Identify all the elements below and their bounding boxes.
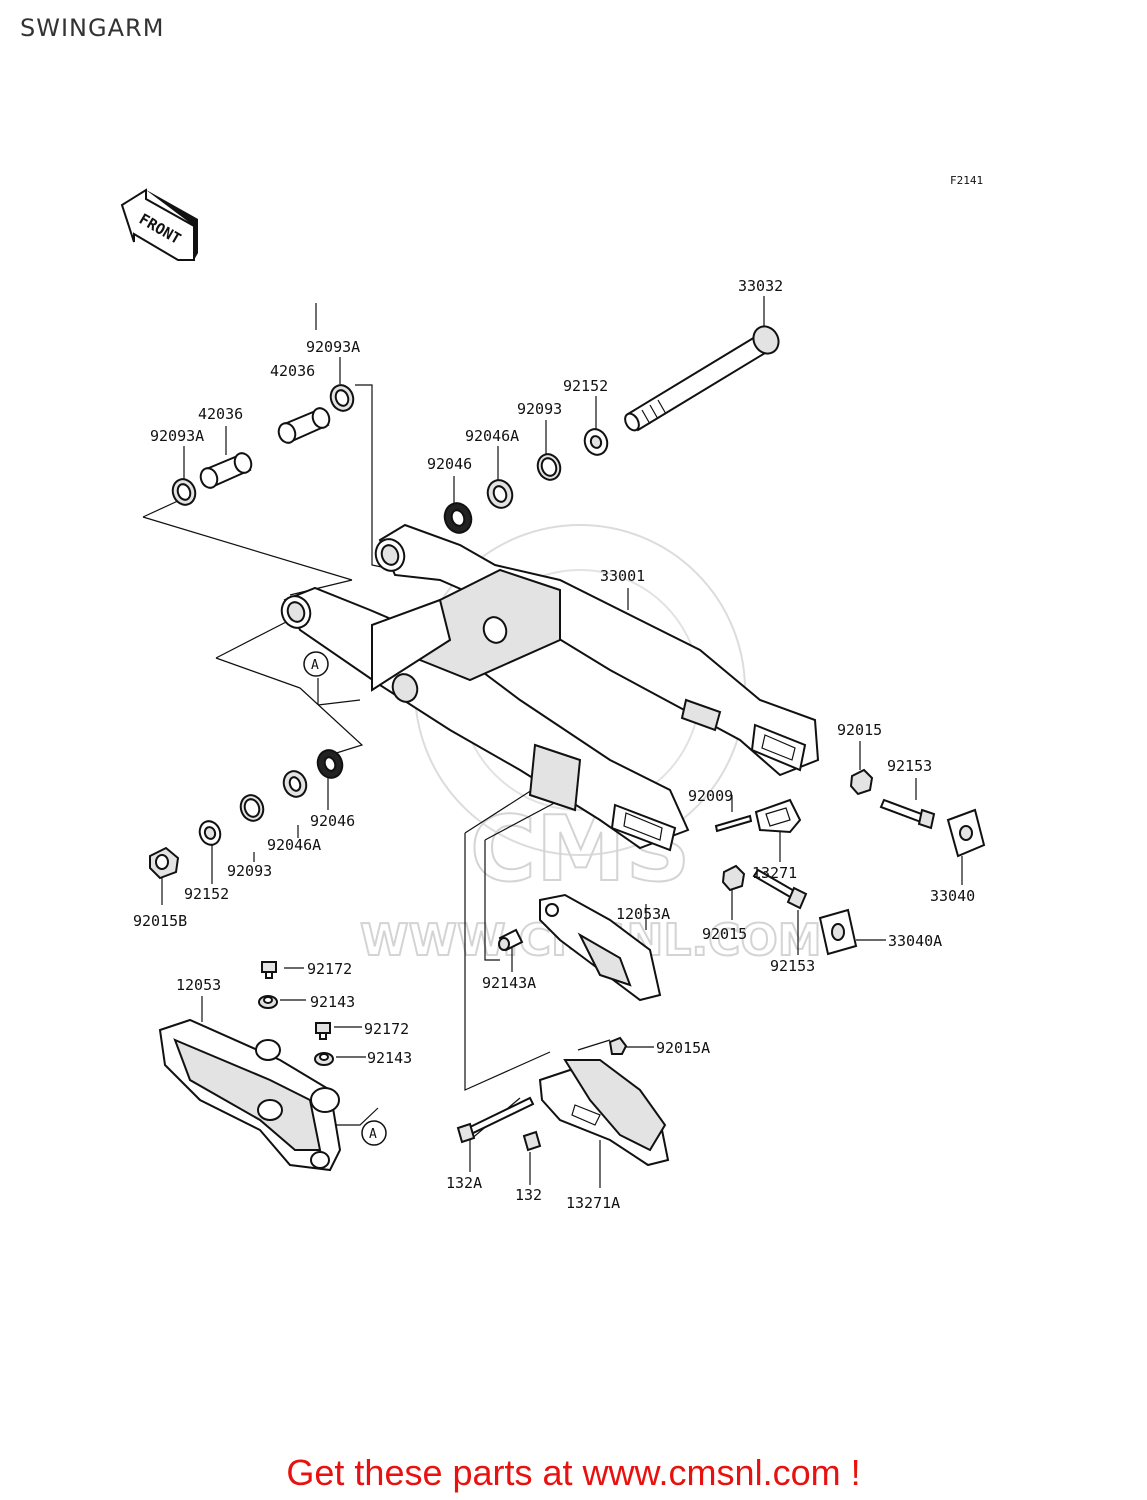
part-label-92015A: 92015A: [656, 1039, 710, 1057]
part-label-13271A: 13271A: [566, 1194, 620, 1212]
part-92093A-collar-top: [329, 384, 355, 412]
part-label-42036-top: 42036: [270, 362, 315, 380]
part-label-92153-mid: 92153: [770, 957, 815, 975]
part-label-92152-top: 92152: [563, 377, 608, 395]
part-33032-pivot-shaft: [624, 325, 780, 432]
part-92015A-nut: [608, 1036, 628, 1055]
part-92153-adjust-bolt-mid: [752, 868, 808, 910]
part-label-92143-a: 92143: [310, 993, 355, 1011]
part-13271A-chain-slider: [538, 1059, 670, 1167]
part-92152-washer-top: [583, 428, 609, 456]
part-92046-needle-bearing-top: [443, 502, 473, 534]
part-label-92046-bottom: 92046: [310, 812, 355, 830]
part-label-33032: 33032: [738, 277, 783, 295]
part-92172-bolt-a: [261, 961, 277, 979]
part-92143-collar-a: [258, 995, 278, 1009]
part-label-92015-right: 92015: [837, 721, 882, 739]
part-label-12053: 12053: [176, 976, 221, 994]
part-label-92046-top: 92046: [427, 455, 472, 473]
ref-marker-a-bottom: A: [361, 1120, 387, 1146]
part-label-92152-bottom: 92152: [184, 885, 229, 903]
part-label-92153-right: 92153: [887, 757, 932, 775]
part-label-92172-b: 92172: [364, 1020, 409, 1038]
part-label-92009: 92009: [688, 787, 733, 805]
part-label-92093A-left: 92093A: [150, 427, 204, 445]
part-label-42036: 42036: [198, 405, 243, 423]
ref-marker-a-top-label: A: [311, 658, 319, 673]
part-132A-bolt: [456, 1096, 535, 1144]
part-92143-collar-b: [314, 1052, 334, 1066]
part-label-132: 132: [515, 1186, 542, 1204]
part-label-92046A-bottom: 92046A: [267, 836, 321, 854]
part-92015-nut-right: [849, 768, 874, 796]
ref-marker-a-bottom-label: A: [369, 1127, 377, 1142]
part-42036-sleeve-top: [277, 407, 331, 444]
part-92152-washer-bottom: [198, 820, 222, 846]
part-label-92015B: 92015B: [133, 912, 187, 930]
part-92015-nut-mid: [721, 864, 746, 892]
part-92172-bolt-b: [315, 1022, 331, 1040]
ref-marker-a-top: A: [303, 651, 329, 677]
part-label-92046A-top: 92046A: [465, 427, 519, 445]
part-label-92015-mid: 92015: [702, 925, 747, 943]
part-label-132A: 132A: [446, 1174, 482, 1192]
part-label-92172-a: 92172: [307, 960, 352, 978]
page-title: SWINGARM: [20, 14, 165, 42]
part-12053-chain-guard: [158, 1018, 342, 1172]
part-92093A-collar-left: [171, 478, 197, 506]
part-label-33001: 33001: [600, 567, 645, 585]
part-label-33040A: 33040A: [888, 932, 942, 950]
part-33040A-chain-adjuster: [818, 908, 858, 956]
part-92093-collar-top: [536, 453, 562, 481]
part-92093-collar-bottom: [239, 794, 265, 822]
figure-code: F2141: [950, 174, 983, 187]
part-label-92093A-top: 92093A: [306, 338, 360, 356]
part-13271-chain-slider-plate: [754, 798, 802, 834]
part-label-13271: 13271: [752, 864, 797, 882]
part-92046A-seal-bottom: [282, 770, 308, 798]
part-132-bolt: [522, 1130, 542, 1152]
part-42036-sleeve-left: [199, 452, 253, 489]
part-33001-swingarm: [280, 523, 820, 852]
part-label-92093-top: 92093: [517, 400, 562, 418]
footer-banner-link[interactable]: Get these parts at www.cmsnl.com !: [286, 1452, 861, 1493]
part-92153-adjust-bolt-right: [879, 798, 936, 830]
part-label-92143A: 92143A: [482, 974, 536, 992]
part-92046A-seal-top: [486, 479, 514, 509]
part-labels: 33032 92093A 42036 42036 92093A 92152 92…: [133, 277, 975, 1212]
part-33040-chain-adjuster: [946, 808, 986, 858]
part-92009-screw: [714, 814, 753, 833]
front-arrow-icon: FRONT: [120, 188, 198, 261]
part-92046-needle-bearing-bottom: [316, 749, 344, 779]
leader-lines: [142, 296, 963, 1188]
part-12053A-chain-guide: [539, 893, 662, 1002]
part-label-92093-bottom: 92093: [227, 862, 272, 880]
part-92143A-collar: [498, 928, 524, 952]
part-92015B-pivot-nut: [149, 846, 180, 880]
part-label-33040: 33040: [930, 887, 975, 905]
part-label-12053A: 12053A: [616, 905, 670, 923]
part-label-92143-b: 92143: [367, 1049, 412, 1067]
